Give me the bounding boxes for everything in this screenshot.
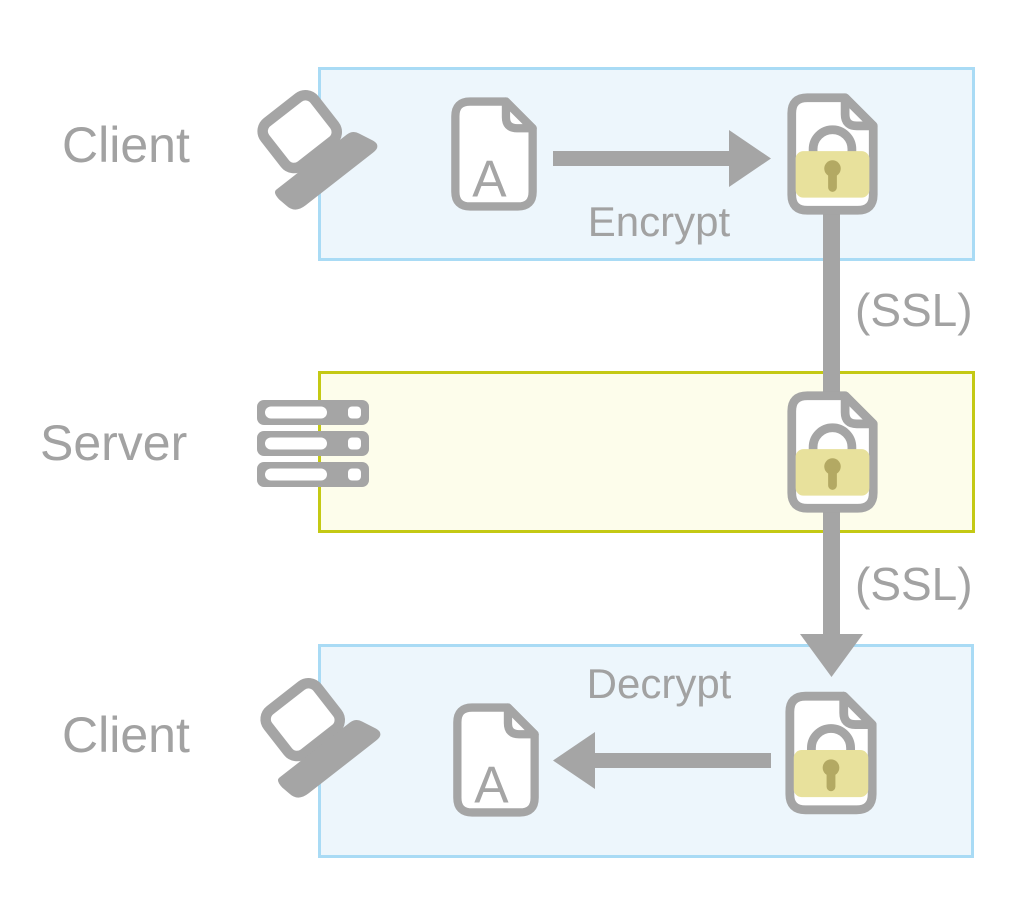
laptop-icon [260,677,381,798]
ssl-connector-bottom [823,510,840,636]
client-bottom-label: Client [62,707,190,763]
decrypt-label: Decrypt [586,660,732,707]
lock-keyhole [824,160,841,177]
arrow-left-icon [553,732,771,789]
arrow-down-icon [800,634,863,677]
server-label: Server [40,415,188,471]
arrow-right-icon [553,130,771,187]
lock-keyhole [824,458,841,475]
document-letter: A [474,755,509,813]
laptop-icon [257,89,378,210]
document-icon: A [453,703,539,817]
document-icon: A [451,97,537,211]
ssl-connector-top [823,214,840,392]
lock-shackle [806,724,856,754]
ssl-label-bottom: (SSL) [855,558,973,610]
locked-document-icon [787,93,878,215]
locked-document-icon [785,691,877,815]
client-top-label: Client [62,117,190,173]
document-letter: A [472,149,507,207]
ssl-label-top: (SSL) [855,284,973,336]
lock-shackle [808,125,857,155]
server-rack-icon [257,400,369,487]
encrypt-label: Encrypt [587,198,731,245]
lock-shackle [808,423,857,453]
locked-document-icon [787,391,878,513]
lock-keyhole [822,759,840,777]
